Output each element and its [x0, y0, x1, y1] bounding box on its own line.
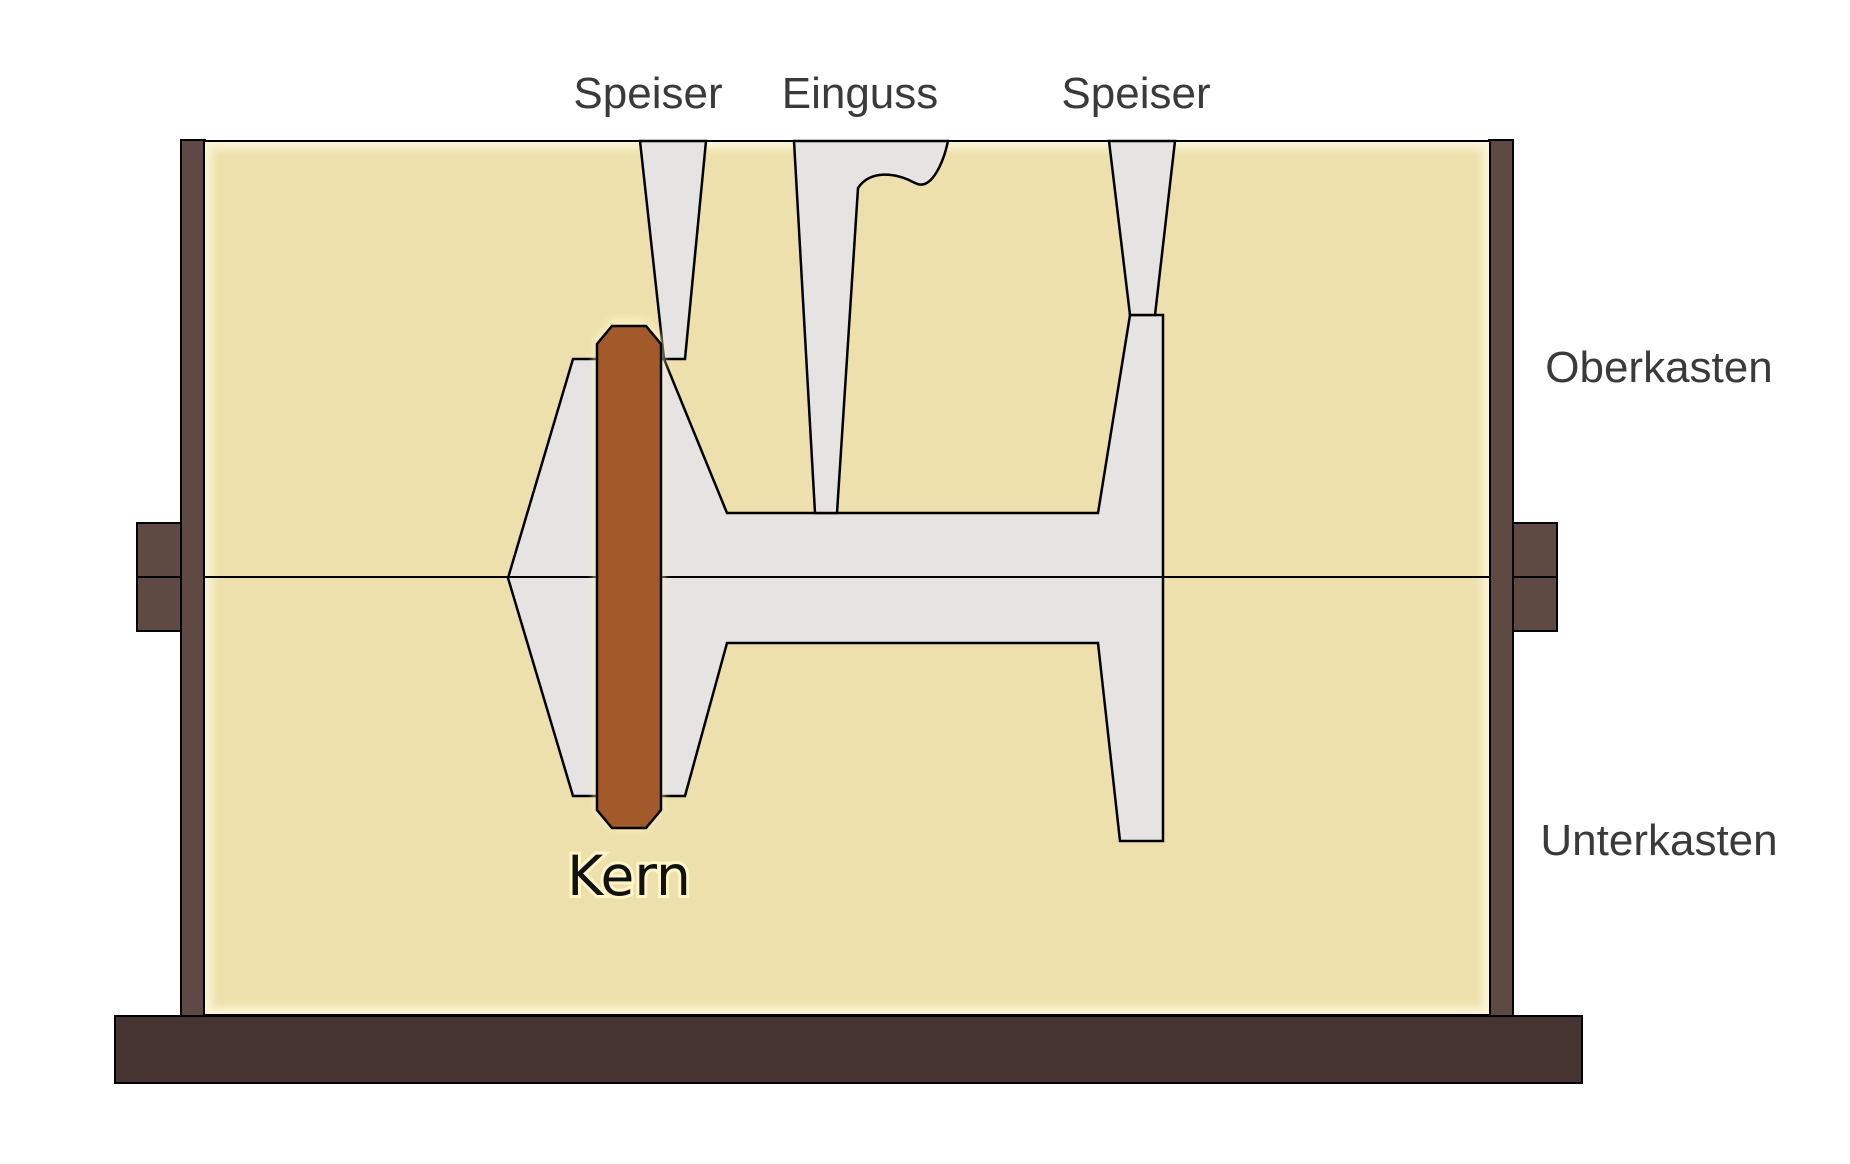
label-oberkasten: Oberkasten — [1545, 343, 1772, 392]
label-kern: Kern — [567, 844, 691, 908]
speiser-left-riser — [638, 139, 708, 361]
speiser-right-riser — [1107, 139, 1177, 317]
label-unterkasten: Unterkasten — [1540, 816, 1777, 865]
einguss-sprue — [792, 139, 950, 515]
label-speiser-right: Speiser — [1061, 69, 1210, 118]
label-einguss: Einguss — [782, 69, 939, 118]
flask-wall-left — [180, 139, 206, 1017]
flask-wall-right — [1488, 139, 1514, 1017]
label-speiser-left: Speiser — [573, 69, 722, 118]
kern-core — [595, 324, 663, 830]
base-plate — [114, 1015, 1583, 1084]
